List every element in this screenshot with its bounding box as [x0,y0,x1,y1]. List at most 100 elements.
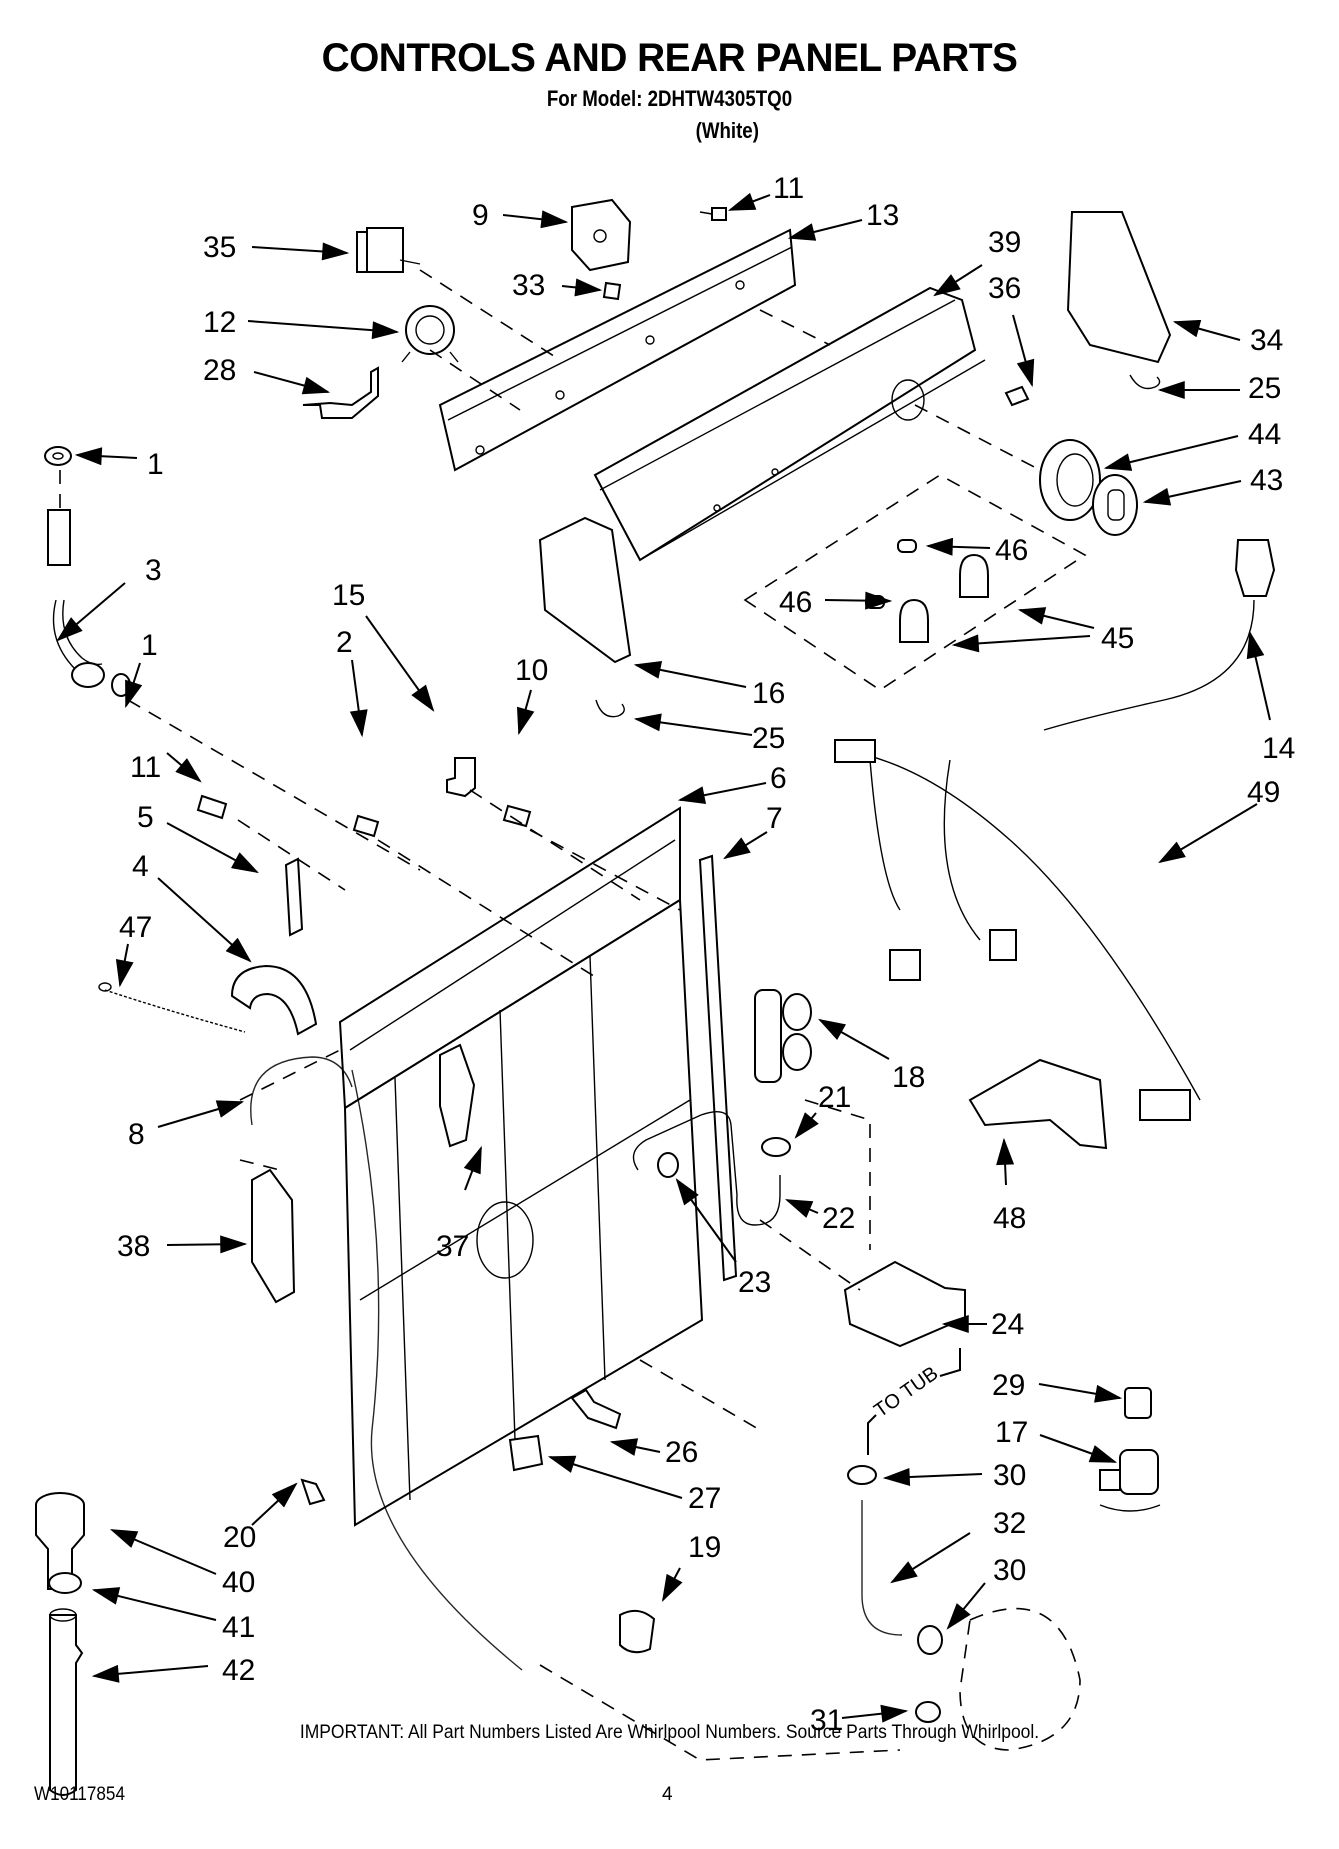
callout-48: 48 [993,1202,1026,1235]
page-number: 4 [662,1784,673,1805]
callout-30: 30 [993,1459,1026,1492]
part-43-knob [1092,474,1138,536]
callout-25b: 25 [752,722,785,755]
callout-14: 14 [1262,732,1295,765]
callout-18: 18 [892,1061,925,1094]
part-21-clamp [761,1137,791,1157]
callout-24: 24 [991,1308,1024,1341]
callout-28: 28 [203,354,236,387]
part-15-clamp [446,757,476,798]
callout-46b: 46 [779,586,812,619]
part-16-endcap [538,516,632,664]
callout-1b: 1 [141,629,158,662]
callout-4: 4 [132,850,149,883]
part-27-cap [508,1434,544,1472]
part-11-screw [699,207,727,221]
model-number: For Model: 2DHTW4305TQ0 [546,86,793,111]
callout-30b: 30 [993,1554,1026,1587]
callout-33: 33 [512,269,545,302]
part-3-inlet-hose [47,509,105,688]
part-30-clamp-upper [847,1465,877,1485]
callout-7: 7 [766,802,783,835]
part-47-ring [98,982,112,992]
part-32-drain-hose [861,1500,903,1636]
callout-leaders [56,192,1271,1723]
part-20-screw [300,1478,326,1506]
part-29-capacitor [1124,1387,1152,1419]
part-36-screw [1004,385,1030,407]
part-24-dispenser [843,1260,966,1348]
part-2-screw [352,814,380,838]
callout-12: 12 [203,306,236,339]
callout-29: 29 [992,1369,1025,1402]
callout-27: 27 [688,1482,721,1515]
important-note: IMPORTANT: All Part Numbers Listed Are W… [299,1722,1040,1743]
callout-15: 15 [332,579,365,612]
part-30-clamp-lower [917,1625,943,1655]
callout-3: 3 [145,554,162,587]
part-drawings [35,198,1276,1796]
callout-39: 39 [988,226,1021,259]
part-14-power-cord [1043,539,1276,731]
callout-2: 2 [336,626,353,659]
callout-46: 46 [995,534,1028,567]
callout-22: 22 [822,1202,855,1235]
callout-23: 23 [738,1266,771,1299]
part-46-buttons [865,539,989,643]
part-13-console-panel [438,228,797,472]
drain-hose [351,1069,523,1671]
part-31-clamp [915,1701,941,1723]
part-18-water-valve [754,989,812,1083]
part-1-washer-lower [111,673,131,697]
callout-8: 8 [128,1118,145,1151]
part-9-bracket [571,198,632,272]
callout-16: 16 [752,677,785,710]
part-23-clamp [657,1152,679,1178]
part-12-timer [401,305,459,363]
callout-labels: 9 11 13 35 39 33 36 34 12 28 25 1 44 43 … [117,172,1295,1737]
part-40-coupler [35,1492,85,1590]
part-10-screw [502,804,532,828]
page-title: CONTROLS AND REAR PANEL PARTS [321,36,1018,80]
callout-32: 32 [993,1507,1026,1540]
part-35-switch [356,227,421,273]
callout-35: 35 [203,231,236,264]
part-25-clip-lower [595,699,625,718]
callout-11: 11 [773,172,804,205]
part-4-cover [230,964,318,1036]
callout-34: 34 [1250,324,1283,357]
assembly-guide-lines [59,269,1041,1761]
callout-40: 40 [222,1566,255,1599]
callout-42: 42 [222,1654,255,1687]
callout-44: 44 [1248,418,1281,451]
callout-25: 25 [1248,372,1281,405]
callout-20: 20 [223,1521,256,1554]
callout-36: 36 [988,272,1021,305]
part-34-bracket [1066,211,1172,364]
part-38-bracket [251,1168,296,1304]
part-25-clip-upper [1129,374,1161,390]
part-48-shield [968,1058,1108,1150]
part-44-skirt [1039,439,1101,521]
callout-13: 13 [866,199,899,232]
callout-41: 41 [222,1611,255,1644]
part-49-wire-harness [834,739,1201,1121]
callout-11b: 11 [130,751,161,784]
part-47-tie [104,989,246,1033]
part-8-hose-clip [250,1056,353,1126]
part-45-outline [743,474,1087,691]
part-7-cabinet-back [343,854,738,1527]
model-color: (White) [695,118,759,143]
part-37-pressure-sensor [439,1043,476,1148]
callout-10: 10 [515,654,548,687]
to-tub-bracket [867,1348,961,1455]
callout-6: 6 [770,762,787,795]
callout-26: 26 [665,1436,698,1469]
part-28-bracket [302,366,379,419]
callout-37: 37 [436,1230,469,1263]
callout-19: 19 [688,1531,721,1564]
document-number: W10117854 [34,1784,125,1805]
callout-47: 47 [119,911,152,944]
callout-5: 5 [137,801,154,834]
